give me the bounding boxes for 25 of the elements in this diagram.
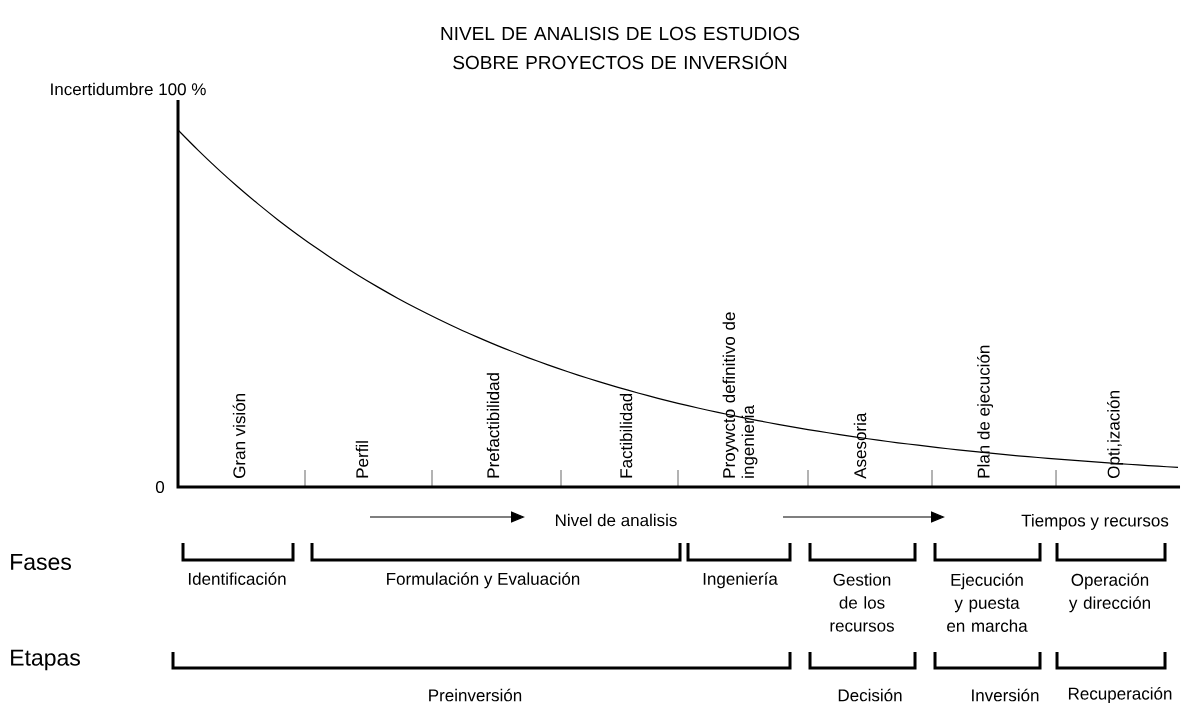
stage-label: Recuperación xyxy=(1068,687,1172,704)
axis-label: Tiempos y recursos xyxy=(1021,514,1169,530)
stage-label: Preinversión xyxy=(429,688,522,702)
study-level-label: Proywcto definitivo de ingenieria xyxy=(722,312,758,478)
row-heading: Etapas xyxy=(11,649,80,671)
study-level-label: Plan de ejecución xyxy=(977,345,994,478)
study-level-label: Opti,ización xyxy=(1107,391,1124,478)
phase-label: Formulación y Evaluación xyxy=(387,572,580,589)
axis-label: Nivel de analisis xyxy=(556,513,677,527)
title: NIVEL DE ANALISIS DE LOS ESTUDIOS SOBRE PROYECTOS DE INVERSIÓN xyxy=(441,26,800,70)
stage-label: Decisión xyxy=(838,688,902,702)
study-level-label: Perfil xyxy=(355,441,369,478)
phase-label: Ejecución y puesta en marcha xyxy=(947,573,1028,632)
phase-label: Operación y dirección xyxy=(1068,573,1150,613)
phase-label: Ingeniería xyxy=(703,572,778,589)
phase-label: Identificación xyxy=(188,572,286,585)
study-level-label: Prefactibilidad xyxy=(486,373,500,478)
study-level-label: Gran visión xyxy=(232,393,246,478)
stage-label: Inversión xyxy=(972,688,1039,702)
row-heading: Fases xyxy=(11,554,71,571)
phase-label: Gestion de los recursos xyxy=(830,573,894,632)
axis-label: Incertidumbre 100 % xyxy=(51,82,206,96)
axis-label: 0 xyxy=(155,481,165,494)
study-level-label: Asesoria xyxy=(853,412,867,479)
study-level-label: Factibilidad xyxy=(619,393,633,478)
